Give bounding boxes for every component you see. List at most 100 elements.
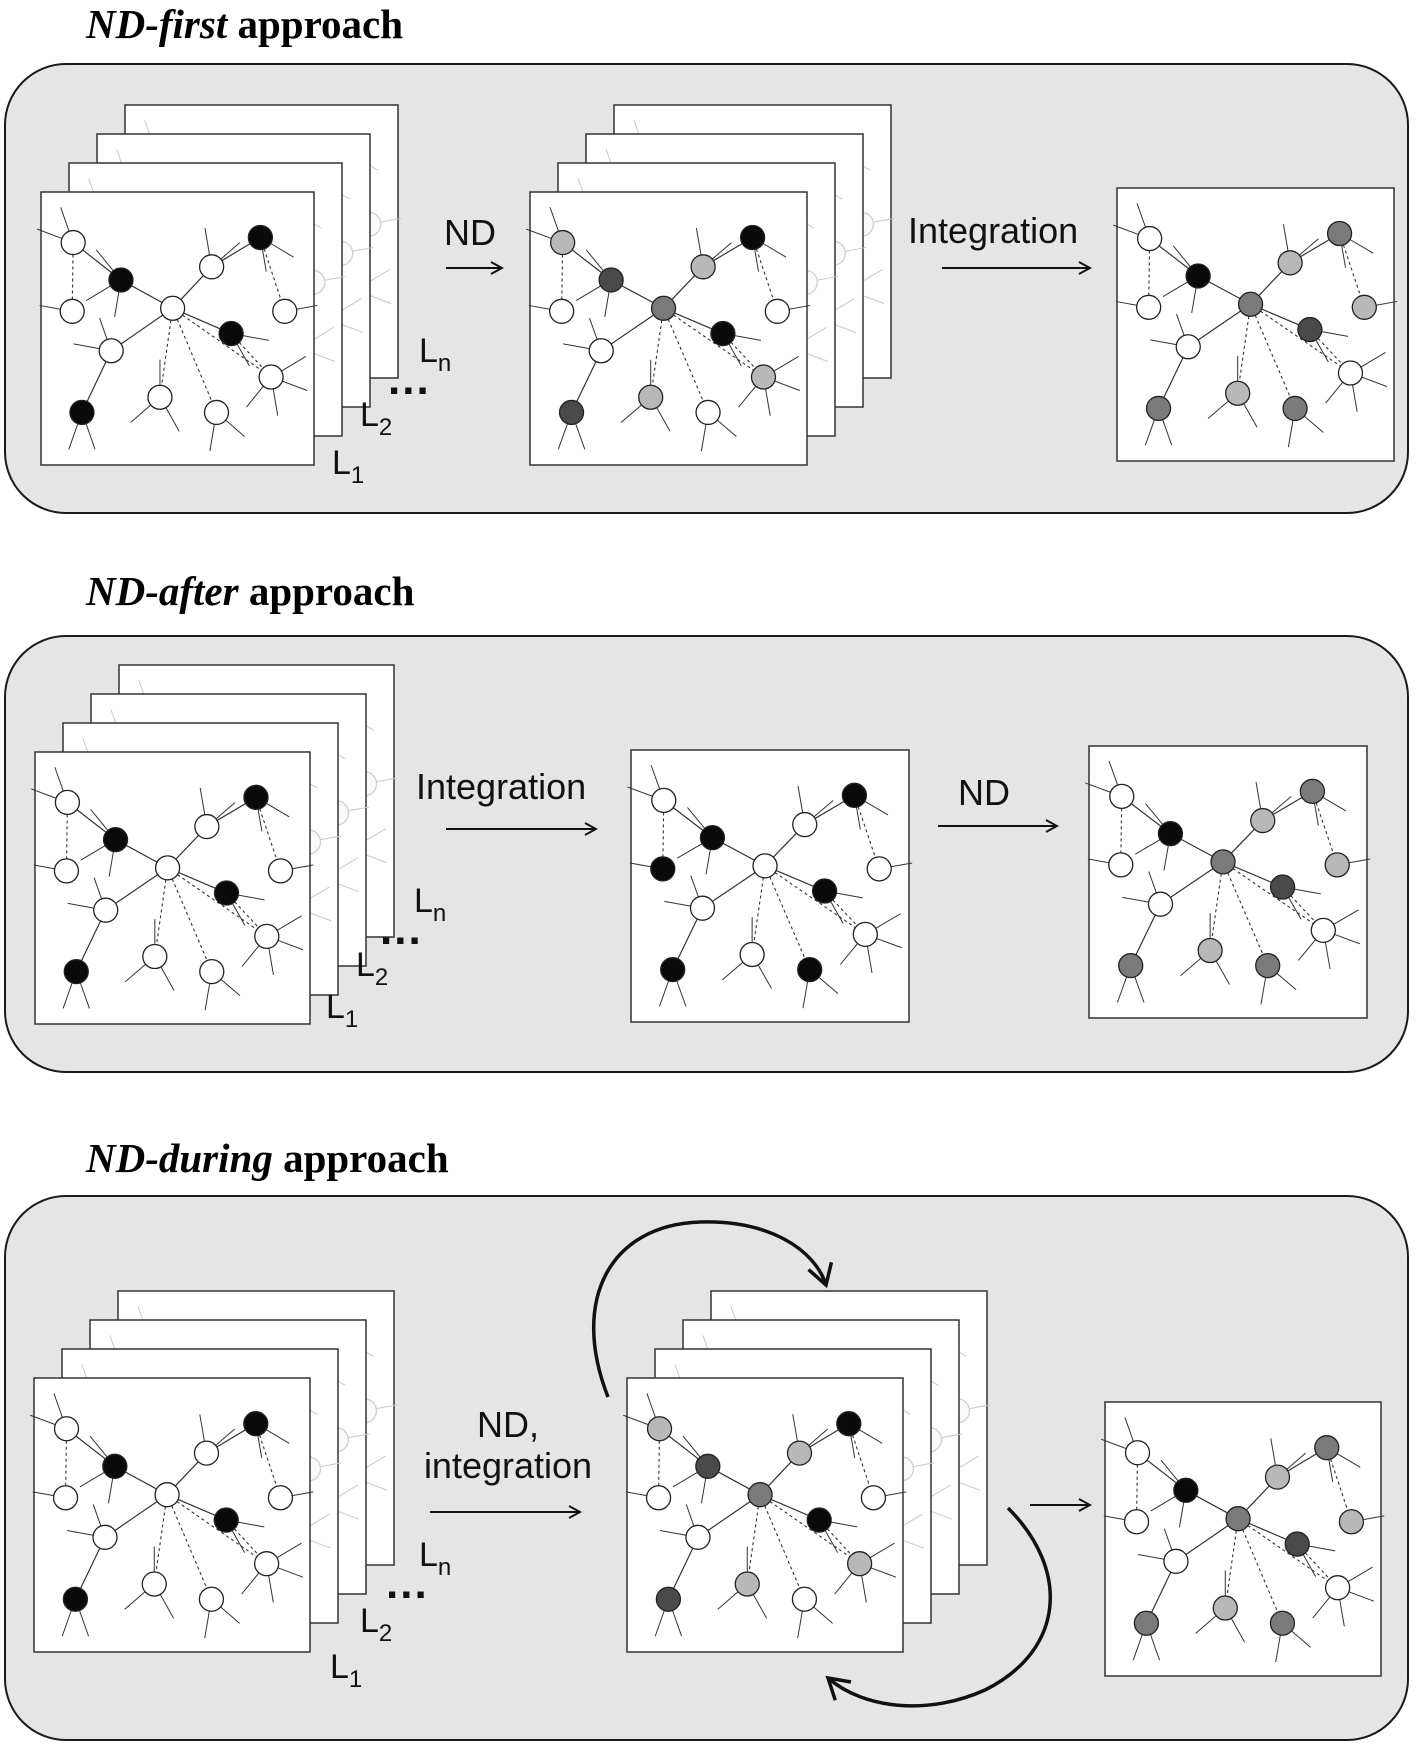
edge-spoke [1215, 960, 1230, 985]
edge-spoke [1176, 313, 1185, 336]
edge-spoke [114, 291, 120, 317]
edge-spoke [1376, 300, 1398, 306]
network-node [655, 1586, 682, 1612]
network-node [1133, 1610, 1160, 1636]
edge-spoke [1349, 239, 1374, 254]
network-node [1284, 1531, 1310, 1557]
edge-spoke [257, 1435, 263, 1459]
edge-spoke [738, 385, 757, 408]
edge-spoke [834, 1572, 853, 1595]
network-node [1351, 294, 1377, 320]
edge-spoke [1162, 419, 1173, 446]
network-node [1326, 220, 1353, 247]
network-node [646, 1416, 673, 1442]
network-node [549, 229, 576, 256]
edge-spoke [85, 285, 111, 301]
edge-spoke [1348, 1591, 1375, 1602]
edge-dashed [1237, 1518, 1283, 1624]
nd-during-layer-ellipsis: ... [386, 1559, 429, 1608]
edge-spoke [159, 1594, 175, 1619]
edge-spoke [204, 228, 211, 256]
edge-spoke [752, 1594, 768, 1619]
edge-spoke [320, 1462, 342, 1468]
network-node [213, 880, 240, 906]
nd-after-title-italic: ND-after [86, 568, 239, 614]
edge-spoke [1361, 376, 1388, 387]
edge-spoke [557, 423, 568, 450]
nd-during-title-italic: ND-during [86, 1135, 273, 1181]
edge-spoke [1298, 238, 1319, 256]
nd-after-title-rest: approach [238, 568, 415, 614]
edge-spoke [1160, 1459, 1179, 1482]
edge-spoke [1341, 245, 1347, 268]
edge-spoke [199, 787, 206, 815]
edge-spoke [209, 424, 215, 452]
network-node [811, 878, 838, 904]
nd-first-title: ND-first approach [86, 4, 403, 45]
network-node [194, 813, 220, 840]
layer-stack [31, 664, 398, 1025]
edge-spoke [1230, 1618, 1246, 1643]
network-node [198, 1586, 225, 1612]
nd-during-title-rest: approach [272, 1135, 449, 1181]
network-node [141, 1571, 167, 1597]
network-node [734, 1571, 760, 1597]
network-node [1282, 395, 1308, 422]
network-node [1157, 820, 1184, 847]
edge-spoke [913, 1462, 935, 1468]
edge-spoke [1144, 419, 1155, 446]
nd-during-arrow-label: ND, integration [410, 1404, 606, 1487]
network-node [836, 1411, 862, 1437]
edge-spoke [1150, 339, 1177, 346]
edge-dashed [259, 237, 286, 312]
edge-spoke [266, 802, 290, 818]
edge-spoke [1347, 1566, 1373, 1583]
edge-dashed [663, 308, 709, 413]
edge-spoke [1291, 1630, 1311, 1648]
edge-spoke [672, 1471, 698, 1488]
edge-spoke [32, 1491, 54, 1497]
edge-spoke [53, 1393, 63, 1418]
network-node [198, 254, 225, 280]
edge-spoke [1324, 942, 1331, 970]
edge-spoke [160, 966, 175, 991]
edge-spoke [685, 1504, 695, 1527]
edge-spoke [824, 1530, 839, 1553]
edge-spoke [1302, 1554, 1317, 1577]
edge-spoke [1115, 300, 1137, 306]
edge-spoke [627, 786, 653, 797]
edge-spoke [1321, 331, 1349, 337]
network-node [108, 267, 134, 293]
nd-during-loop-arrow-bottom [825, 1506, 1052, 1708]
edge-spoke [646, 1393, 656, 1418]
edge-spoke [1132, 1634, 1143, 1661]
layer-stack [36, 104, 402, 466]
edge-spoke [66, 1529, 94, 1536]
network-node [1175, 334, 1201, 360]
edge-spoke [1315, 339, 1329, 363]
edge-spoke [225, 419, 245, 437]
edge-spoke [215, 802, 236, 820]
edge-spoke [575, 423, 586, 450]
nd-first-layer-label-2: L2 [360, 396, 393, 441]
nd-during-layer-label-n: Ln [419, 1536, 452, 1581]
network-node [1210, 849, 1236, 875]
network-node [1314, 1435, 1340, 1461]
edge-spoke [62, 982, 73, 1009]
edge-spoke [839, 943, 858, 965]
edge-spoke [352, 246, 374, 252]
edge-spoke [677, 843, 703, 859]
edge-spoke [241, 1572, 260, 1595]
nd-first-arrow-integration-label: Integration [908, 210, 1079, 251]
edge-spoke [108, 851, 114, 877]
network-node [786, 1440, 813, 1466]
edge-spoke [728, 343, 742, 367]
edge-spoke [711, 242, 732, 260]
edge-spoke [36, 228, 63, 239]
edge-spoke [1360, 352, 1386, 368]
front-layer-network [526, 207, 811, 452]
network-node [258, 364, 284, 390]
edge-spoke [215, 1428, 236, 1446]
edge-spoke [672, 1610, 683, 1637]
edge-spoke [1243, 403, 1258, 428]
